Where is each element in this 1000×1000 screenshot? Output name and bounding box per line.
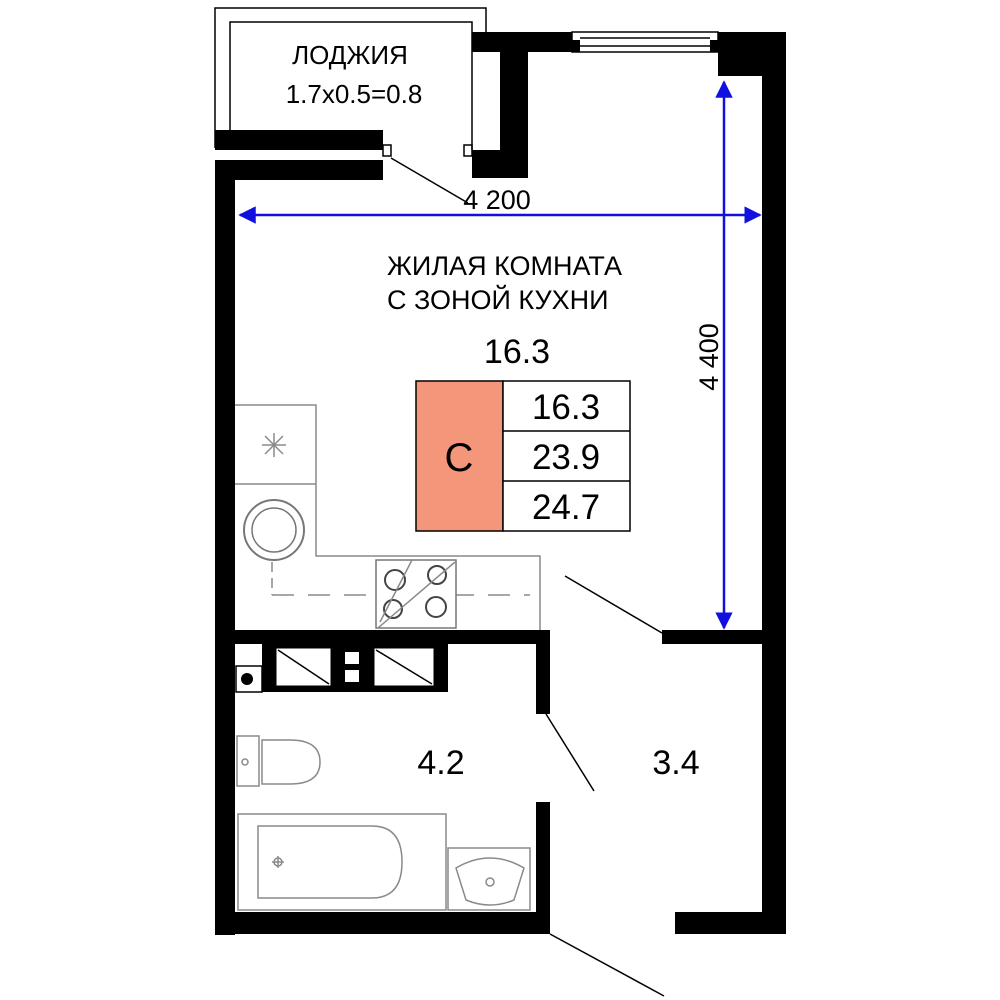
loggia-area-formula: 1.7x0.5=0.8 — [286, 79, 423, 109]
apartment-type-cell — [415, 380, 504, 532]
hallway-area: 3.4 — [652, 744, 699, 782]
sink-icon — [243, 433, 305, 561]
kitchen-counter — [235, 404, 541, 630]
loggia-name: ЛОДЖИЯ — [292, 40, 408, 70]
boiler-icon — [235, 665, 263, 693]
living-area-value: 16.3 — [532, 388, 600, 427]
bathroom-area: 4.2 — [417, 744, 464, 782]
toilet-icon — [236, 735, 321, 787]
walls — [215, 32, 786, 935]
door-swings — [545, 575, 665, 997]
dimension-height-label: 4 400 — [694, 323, 724, 391]
bathtub-icon — [237, 813, 447, 911]
washbasin-icon — [447, 847, 531, 911]
dimension-width-label: 4 200 — [463, 185, 531, 215]
window — [571, 31, 719, 53]
summary-table: С 16.3 23.9 24.7 — [415, 380, 631, 532]
stove-icon — [375, 559, 457, 629]
loggia-outline — [214, 7, 487, 204]
total-area-value: 23.9 — [532, 438, 600, 477]
total-with-loggia-value: 24.7 — [532, 488, 600, 527]
living-room-name-line1: ЖИЛАЯ КОМНАТА — [387, 251, 622, 281]
living-room-area: 16.3 — [484, 333, 550, 371]
living-room-name-line2: С ЗОНОЙ КУХНИ — [387, 284, 609, 315]
dimension-height: 4 400 — [694, 80, 733, 630]
dimension-width: 4 200 — [238, 185, 762, 224]
apartment-type-letter: С — [445, 436, 474, 480]
